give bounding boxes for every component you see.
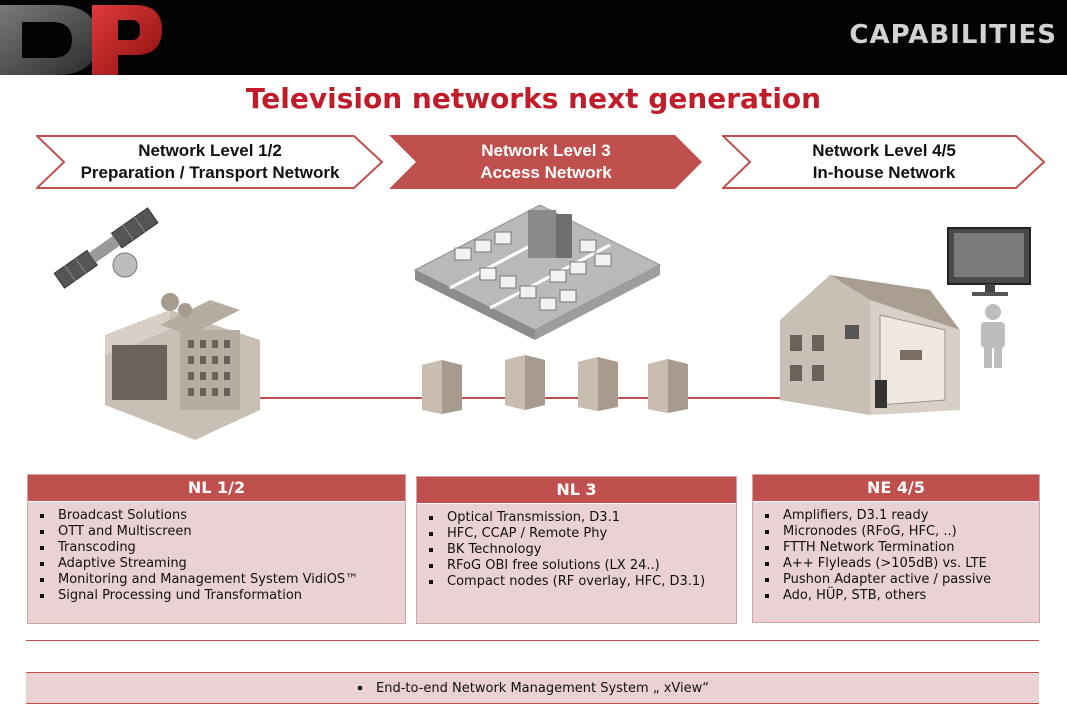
list-item: FTTH Network Termination	[763, 540, 1039, 556]
network-level-1-2-chevron: Network Level 1/2 Preparation / Transpor…	[36, 135, 384, 189]
list-item: Pushon Adapter active / passive	[763, 572, 1039, 588]
nl3-feature-list: Optical Transmission, D3.1 HFC, CCAP / R…	[417, 510, 736, 590]
street-cabinet-icon	[505, 355, 545, 410]
list-item: Optical Transmission, D3.1	[427, 510, 736, 526]
list-item: RFoG OBI free solutions (LX 24..)	[427, 558, 736, 574]
list-item: Amplifiers, D3.1 ready	[763, 508, 1039, 524]
chevron-line2: In-house Network	[812, 163, 956, 182]
house-cutaway-icon	[780, 275, 960, 415]
bottom-summary-bar: End-to-end Network Management System „ x…	[26, 672, 1039, 704]
city-block-icon	[413, 204, 662, 340]
ne45-card: NE 4/5 Amplifiers, D3.1 ready Micronodes…	[752, 474, 1040, 623]
street-cabinet-icon	[648, 359, 688, 413]
ne45-card-title: NE 4/5	[753, 475, 1039, 502]
list-item: Micronodes (RFoG, HFC, ..)	[763, 524, 1039, 540]
person-icon	[981, 304, 1005, 368]
list-item: OTT and Multiscreen	[38, 524, 405, 540]
dp-logo	[0, 5, 162, 75]
page-title: Television networks next generation	[245, 82, 822, 115]
list-item: Signal Processing und Transformation	[38, 588, 405, 604]
chevron-line1: Network Level 3	[481, 141, 611, 160]
chevron-line2: Access Network	[480, 163, 612, 182]
chevron-arrow-shape	[722, 135, 1046, 189]
nl3-card: NL 3 Optical Transmission, D3.1 HFC, CCA…	[416, 476, 737, 624]
ne45-feature-list: Amplifiers, D3.1 ready Micronodes (RFoG,…	[753, 508, 1039, 604]
network-illustration	[53, 204, 1031, 440]
street-cabinet-icon	[578, 357, 618, 411]
list-item: BK Technology	[427, 542, 736, 558]
chevron-line1: Network Level 1/2	[138, 141, 282, 160]
network-level-3-chevron: Network Level 3 Access Network	[389, 135, 703, 189]
chevron-line2: Preparation / Transport Network	[80, 163, 340, 182]
list-item: HFC, CCAP / Remote Phy	[427, 526, 736, 542]
header-bar: CAPABILITIES	[0, 0, 1067, 75]
list-item: A++ Flyleads (>105dB) vs. LTE	[763, 556, 1039, 572]
list-item: Monitoring and Management System VidiOS™	[38, 572, 405, 588]
bottom-summary-item: End-to-end Network Management System „ x…	[356, 681, 709, 696]
list-item: Compact nodes (RF overlay, HFC, D3.1)	[427, 574, 736, 590]
nl12-card: NL 1/2 Broadcast Solutions OTT and Multi…	[27, 474, 406, 624]
tv-monitor-icon	[947, 227, 1031, 296]
chevron-line1: Network Level 4/5	[812, 141, 956, 160]
chevron-arrow-shape	[36, 135, 384, 189]
list-item: Ado, HÜP, STB, others	[763, 588, 1039, 604]
nl3-card-title: NL 3	[417, 477, 736, 504]
list-item: Broadcast Solutions	[38, 508, 405, 524]
divider	[26, 640, 1039, 641]
section-title: CAPABILITIES	[849, 20, 1057, 50]
list-item: Transcoding	[38, 540, 405, 556]
network-level-4-5-chevron: Network Level 4/5 In-house Network	[722, 135, 1046, 189]
headend-building-icon	[105, 293, 260, 440]
nl12-feature-list: Broadcast Solutions OTT and Multiscreen …	[28, 508, 405, 604]
chevron-arrow-shape	[389, 135, 702, 189]
list-item: Adaptive Streaming	[38, 556, 405, 572]
nl12-card-title: NL 1/2	[28, 475, 405, 502]
satellite-icon	[53, 207, 159, 289]
street-cabinet-icon	[422, 360, 462, 414]
